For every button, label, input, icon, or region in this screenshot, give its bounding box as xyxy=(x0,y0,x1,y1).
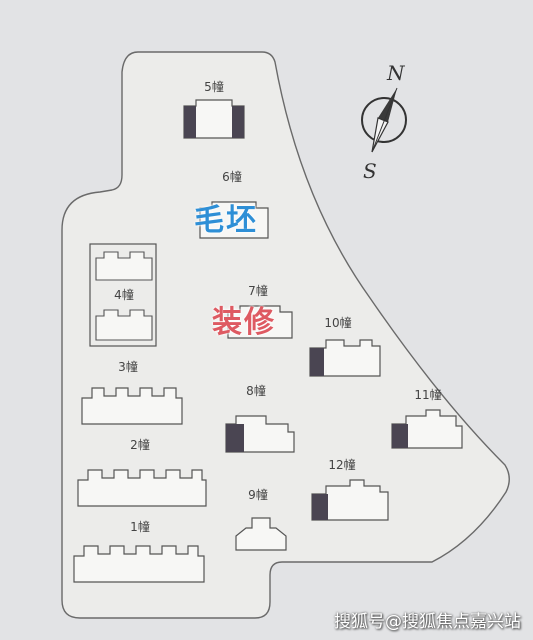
building-12-end-unit xyxy=(312,494,328,520)
label-building-3: 3幢 xyxy=(118,360,138,374)
building-11[interactable] xyxy=(391,409,463,449)
label-building-10: 10幢 xyxy=(324,316,352,330)
building-6[interactable] xyxy=(199,201,269,239)
building-4-frame xyxy=(89,243,157,347)
label-building-5: 5幢 xyxy=(204,80,224,94)
compass-needle-shaft xyxy=(371,87,398,153)
label-building-1: 1幢 xyxy=(130,520,150,534)
building-12-footprint xyxy=(311,479,389,521)
bare-shell-annotation: 毛坯 xyxy=(194,203,258,238)
building-5-end-unit xyxy=(232,106,244,138)
compass-south-label: S xyxy=(363,159,377,183)
building-2[interactable] xyxy=(77,469,207,507)
building-10[interactable] xyxy=(309,339,381,377)
building-11-footprint xyxy=(391,409,463,449)
building-4-north-block xyxy=(95,251,153,281)
building-10-end-unit xyxy=(310,348,324,376)
building-10-footprint xyxy=(309,339,381,377)
building-3-footprint xyxy=(81,387,183,425)
label-building-9: 9幢 xyxy=(248,488,268,502)
building-4[interactable] xyxy=(89,243,157,347)
watermark: 搜狐号@搜狐焦点嘉兴站 xyxy=(334,612,521,632)
building-2-footprint xyxy=(77,469,207,507)
building-7[interactable] xyxy=(227,305,293,339)
compass-icon xyxy=(361,87,407,153)
building-1[interactable] xyxy=(73,545,205,583)
compass-north-label: N xyxy=(387,61,405,85)
label-building-4: 4幢 xyxy=(114,288,134,302)
building-5-end-unit xyxy=(184,106,196,138)
compass-needle-south xyxy=(371,117,389,153)
compass-needle-north xyxy=(378,88,397,122)
building-8[interactable] xyxy=(225,415,295,453)
decorated-annotation: 装修 xyxy=(212,305,276,340)
label-building-8: 8幢 xyxy=(246,384,266,398)
building-7-footprint xyxy=(227,305,293,339)
building-11-end-unit xyxy=(392,424,408,448)
compass-ring xyxy=(361,97,407,143)
building-4-south-block xyxy=(95,309,153,341)
label-building-2: 2幢 xyxy=(130,438,150,452)
building-1-footprint xyxy=(73,545,205,583)
building-6-footprint xyxy=(199,201,269,239)
building-8-end-unit xyxy=(226,424,244,452)
building-3[interactable] xyxy=(81,387,183,425)
label-building-12: 12幢 xyxy=(328,458,356,472)
building-5[interactable] xyxy=(183,99,245,139)
label-building-11: 11幢 xyxy=(414,388,442,402)
building-9[interactable] xyxy=(235,517,287,551)
building-9-footprint xyxy=(235,517,287,551)
label-building-6: 6幢 xyxy=(222,170,242,184)
building-12[interactable] xyxy=(311,479,389,521)
label-building-7: 7幢 xyxy=(248,284,268,298)
